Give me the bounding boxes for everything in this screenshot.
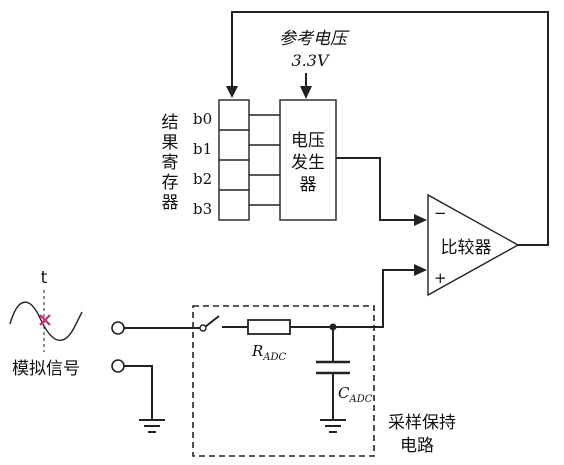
minus-input-arrowhead: [414, 214, 427, 226]
register-label-char: 果: [162, 133, 179, 153]
input-terminal-top: [111, 321, 125, 335]
capacitor-label: CADC: [338, 384, 373, 405]
generator-label-line2: 发生: [291, 153, 325, 173]
feedback-arrowhead: [226, 86, 238, 98]
analog-signal-label: 模拟信号: [12, 359, 80, 379]
bit-label-b1: b1: [193, 140, 212, 158]
return-wire: [124, 365, 153, 420]
generator-label-line3: 器: [300, 175, 317, 195]
bit-label-b3: b3: [193, 200, 212, 218]
comparator-plus: +: [434, 269, 447, 287]
ground-symbol-input: [139, 419, 165, 433]
bit-label-b2: b2: [193, 170, 212, 188]
ref-voltage-value: 3.3V: [292, 51, 330, 70]
time-label: t: [41, 268, 48, 288]
register-label-char: 结: [162, 113, 179, 133]
register-bus: [249, 114, 280, 206]
result-register: [218, 99, 250, 221]
resistor-label: RADC: [251, 342, 287, 363]
comparator: [427, 193, 520, 297]
bit-label-b0: b0: [193, 110, 212, 128]
register-label-char: 器: [162, 193, 179, 213]
generator-to-comparator-wire: [336, 157, 414, 221]
plus-input-arrowhead: [414, 264, 427, 276]
comparator-label: 比较器: [441, 238, 492, 258]
register-label-char: 寄: [162, 153, 179, 173]
sample-hold-label-line2: 电路: [400, 436, 434, 456]
feedback-wire: [231, 11, 549, 246]
voltage-generator: [279, 99, 337, 221]
ref-voltage-arrowhead: [300, 86, 312, 99]
input-terminal-bottom: [111, 359, 125, 373]
sample-hold-box: [192, 305, 375, 457]
ground-symbol-capacitor: [320, 419, 346, 433]
sample-point-marker: [39, 314, 51, 326]
ref-voltage-label: 参考电压: [279, 29, 350, 49]
sample-hold-label-line1: 采样保持: [388, 413, 456, 433]
resistor: [247, 319, 291, 335]
analog-waveform: [9, 301, 83, 341]
comparator-minus: −: [434, 204, 447, 222]
sample-to-comparator-wire: [333, 269, 414, 328]
sample-switch: [204, 315, 220, 328]
generator-label-line1: 电压: [291, 131, 325, 151]
register-label-char: 存: [162, 173, 179, 193]
switch-contact: [199, 324, 207, 332]
